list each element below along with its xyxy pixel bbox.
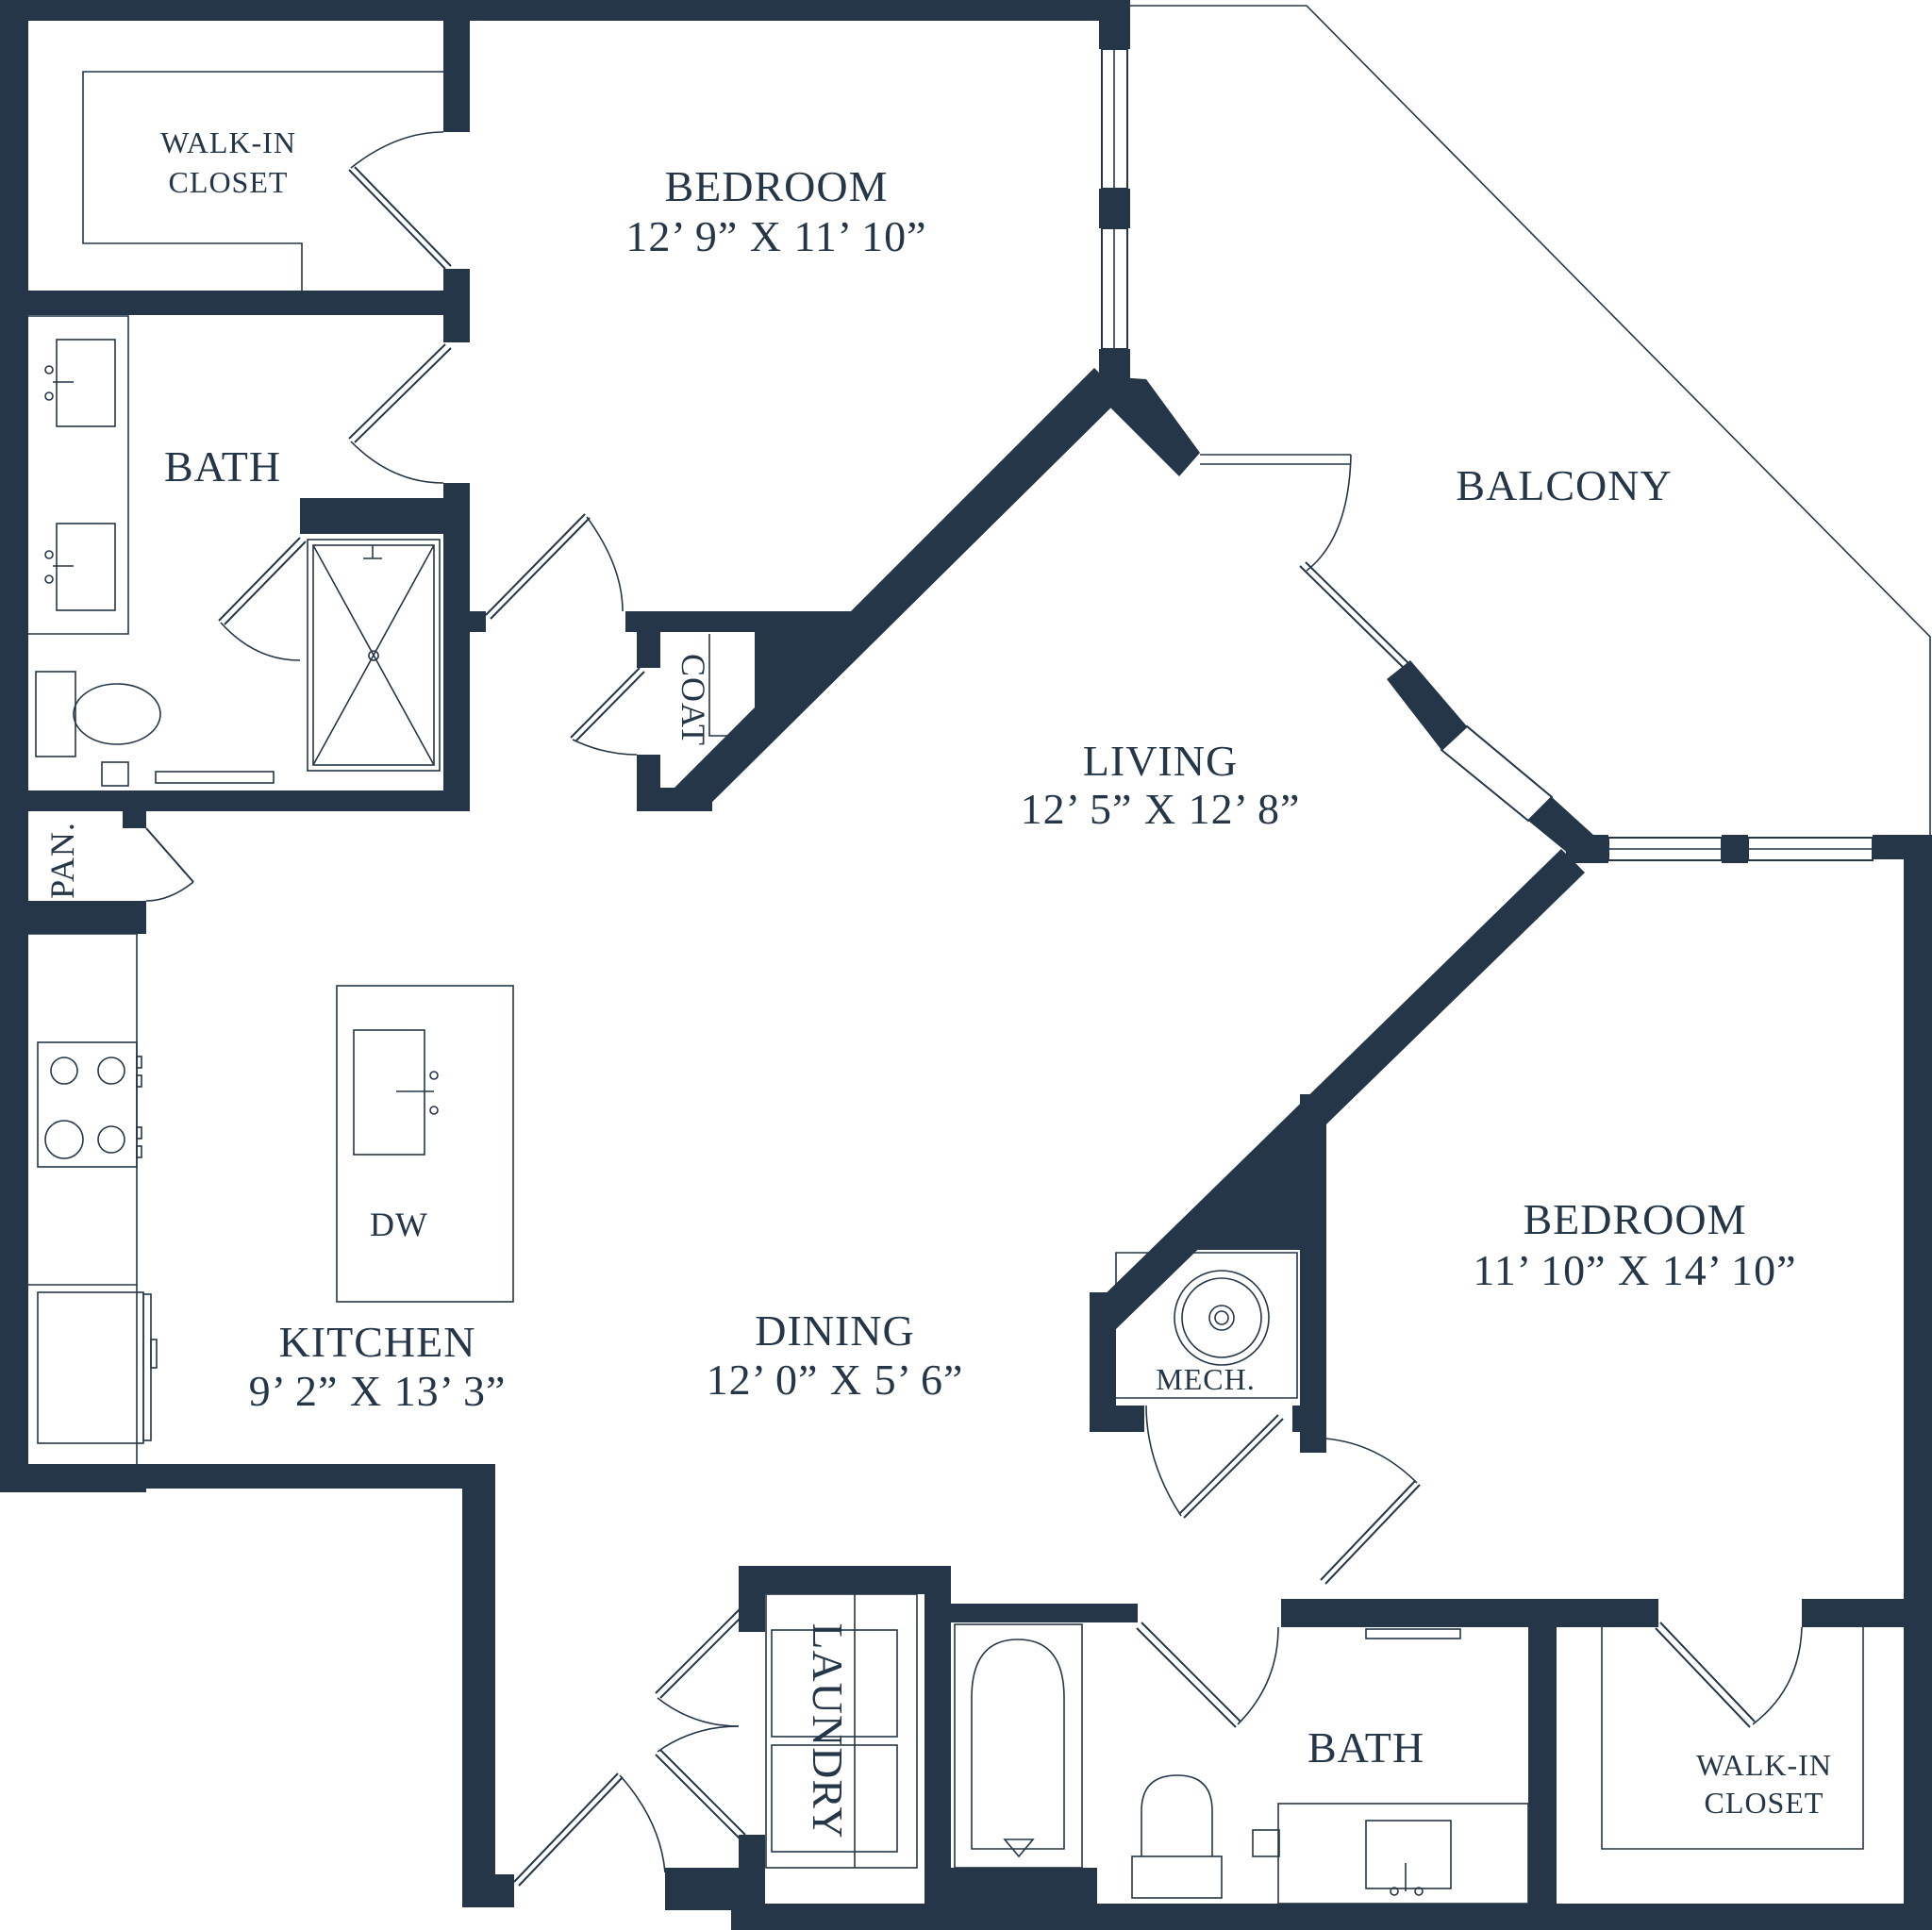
living-name: LIVING (1083, 737, 1238, 785)
washer-icon (771, 1629, 898, 1738)
kitchen-size: 9’ 2” X 13’ 3” (249, 1367, 507, 1415)
sink-icon (44, 339, 116, 427)
towel-bar-icon (1252, 1628, 1461, 1857)
sink-icon (353, 1029, 439, 1156)
mech-label: MECH. (1156, 1362, 1255, 1396)
walkin-closet-top-label-2: CLOSET (169, 165, 289, 199)
sink-icon (44, 523, 116, 611)
toilet-icon (35, 671, 161, 757)
range-icon (37, 1041, 142, 1168)
toilet-icon (1131, 1774, 1223, 1899)
walkin-closet-bottom-label-1: WALK-IN (1696, 1748, 1832, 1782)
dryer-icon (771, 1744, 898, 1853)
window-icon (1101, 48, 1874, 861)
pantry-label: PAN. (43, 822, 81, 899)
refrigerator-icon (37, 1291, 158, 1444)
laundry-label: LAUNDRY (804, 1622, 852, 1838)
bedroom-2-name: BEDROOM (1523, 1195, 1746, 1243)
coat-label: COAT (675, 654, 712, 746)
bath-2-name: BATH (1307, 1723, 1424, 1772)
fixtures (28, 71, 1864, 1905)
walkin-closet-bottom-label-2: CLOSET (1705, 1786, 1824, 1820)
balcony-outline (1130, 5, 1931, 835)
dining-name: DINING (755, 1306, 915, 1355)
room-labels: WALK-IN CLOSET BEDROOM 12’ 9” X 11’ 10” … (43, 125, 1832, 1839)
kitchen-name: KITCHEN (279, 1318, 476, 1366)
dishwasher-label: DW (370, 1206, 428, 1243)
bath-1-name: BATH (164, 442, 281, 491)
bedroom-1-size: 12’ 9” X 11’ 10” (625, 212, 926, 260)
water-heater-icon (1174, 1270, 1270, 1366)
walkin-closet-top-label-1: WALK-IN (160, 125, 296, 159)
sink-icon (1365, 1820, 1452, 1896)
bedroom-2-size: 11’ 10” X 14’ 10” (1473, 1246, 1796, 1294)
towel-bar-icon (101, 761, 275, 787)
bedroom-1-name: BEDROOM (664, 162, 888, 210)
living-size: 12’ 5” X 12’ 8” (1021, 785, 1301, 833)
door-swing-icon (145, 131, 1803, 1887)
balcony-label: BALCONY (1456, 461, 1672, 509)
dining-size: 12’ 0” X 5’ 6” (707, 1356, 964, 1404)
shower-icon (307, 539, 441, 772)
bathtub-icon (954, 1623, 1083, 1869)
